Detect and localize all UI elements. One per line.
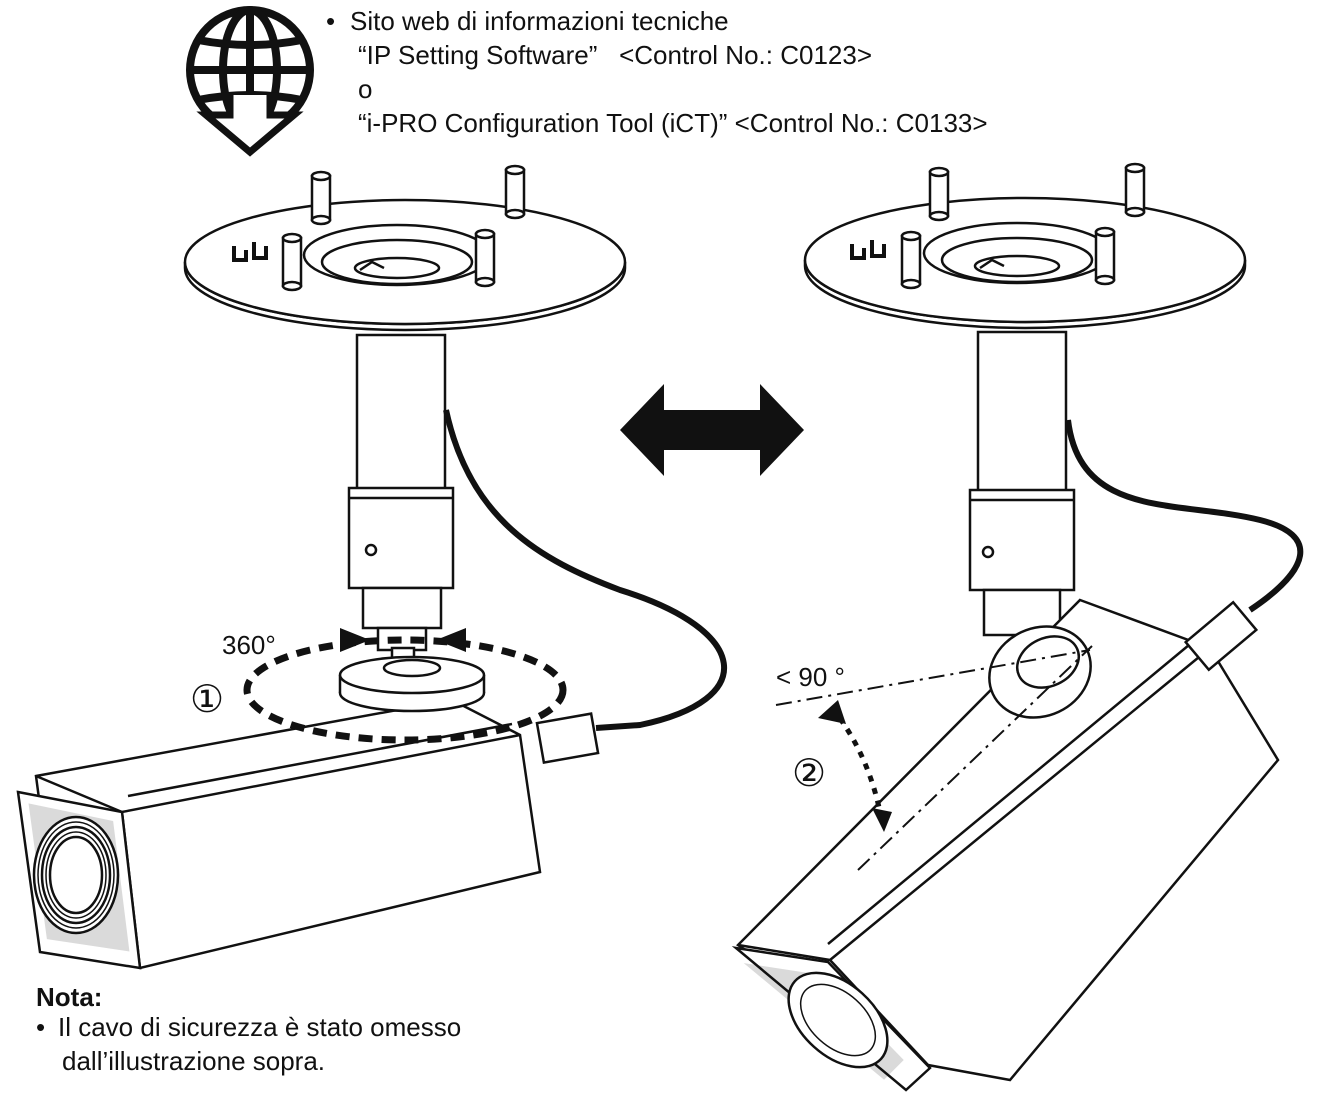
note-line-2: dall’illustrazione sopra. — [62, 1046, 325, 1076]
mount-pin — [1124, 162, 1146, 218]
camera-axis-line — [857, 645, 1093, 871]
right-cable — [1065, 419, 1304, 613]
left-cable — [443, 409, 728, 731]
right-camera-assembly — [731, 162, 1304, 1092]
header-bullet: • — [326, 6, 335, 36]
header-line-4: “i-PRO Configuration Tool (iCT)” <Contro… — [358, 108, 988, 138]
mount-pin — [504, 164, 526, 220]
mount-pin — [928, 166, 950, 222]
mount-latch — [850, 240, 886, 260]
step-2-marker: ② — [792, 753, 826, 795]
mount-latch — [232, 242, 268, 262]
arrow-right-icon — [340, 628, 370, 652]
note-title: Nota: — [36, 982, 102, 1012]
header-text: • Sito web di informazioni tecniche “IP … — [326, 6, 988, 138]
header-line-3: o — [358, 74, 372, 104]
right-bracket-pole — [968, 330, 1076, 637]
rotation-label: 360° — [222, 630, 276, 660]
arrow-up-icon — [818, 700, 846, 724]
arrow-left-icon — [436, 628, 466, 652]
note-bullet: • — [36, 1012, 45, 1042]
left-camera-assembly — [16, 164, 728, 970]
globe-download-icon — [186, 6, 314, 157]
tilt-arc — [830, 706, 885, 823]
double-arrow-icon — [620, 384, 804, 476]
mount-pin — [281, 232, 303, 292]
step-1-marker: ① — [190, 679, 224, 721]
mount-pin — [474, 228, 496, 288]
tilt-reference-line — [775, 649, 1091, 706]
mount-pin — [1094, 226, 1116, 286]
note-line-1: Il cavo di sicurezza è stato omesso — [58, 1012, 461, 1042]
left-camera-body — [16, 655, 600, 970]
angle-label: < 90 ° — [776, 662, 845, 692]
rotation-indicator — [243, 636, 567, 744]
mount-pin — [900, 230, 922, 290]
left-bracket-pole — [347, 333, 455, 670]
header-line-1: Sito web di informazioni tecniche — [350, 6, 729, 36]
arrow-down-icon — [872, 808, 892, 832]
mount-pin — [310, 170, 332, 226]
note-block: Nota: • Il cavo di sicurezza è stato ome… — [36, 982, 461, 1076]
right-mount-plate — [803, 162, 1247, 330]
header-line-2: “IP Setting Software” <Control No.: C012… — [358, 40, 872, 70]
left-mount-plate — [183, 164, 627, 332]
